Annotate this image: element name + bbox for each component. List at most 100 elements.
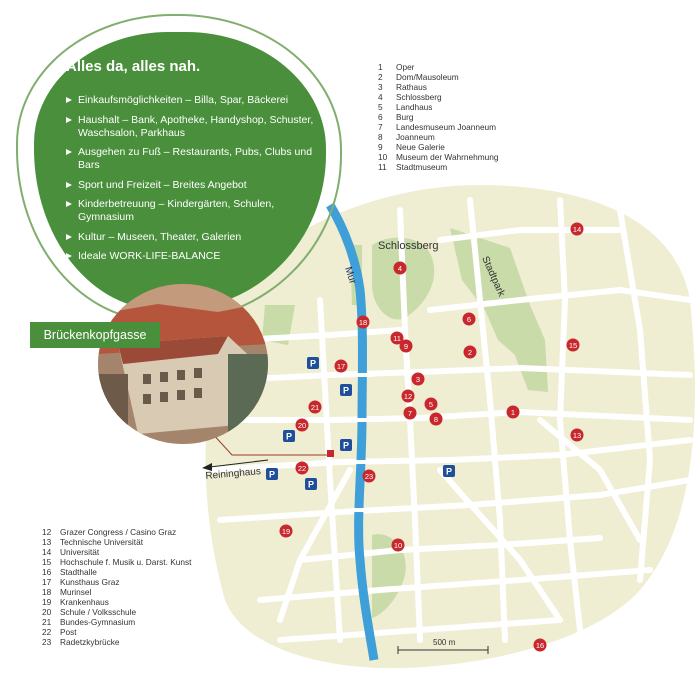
marker-circle [308, 400, 322, 414]
legend-number: 18 [42, 587, 52, 597]
legend-number: 21 [42, 617, 52, 627]
parking-icon[interactable]: P [266, 468, 278, 480]
location-label: Brückenkopfgasse [30, 322, 160, 348]
river-label: Mur [342, 266, 358, 286]
marker-circle [462, 312, 476, 326]
marker-circle [391, 538, 405, 552]
marker-number: 2 [468, 348, 472, 357]
poi-marker-8[interactable]: 8 [429, 412, 443, 426]
parking-icon[interactable]: P [443, 465, 455, 477]
legend-name: Kunsthaus Graz [60, 577, 120, 587]
legend-name: Landesmuseum Joanneum [396, 122, 497, 132]
poi-marker-9[interactable]: 9 [399, 339, 413, 353]
poi-marker-15[interactable]: 15 [566, 338, 580, 352]
info-box-title: Alles da, alles nah. [66, 58, 201, 75]
marker-number: 4 [398, 264, 402, 273]
poi-marker-10[interactable]: 10 [391, 538, 405, 552]
legend-number: 22 [42, 627, 52, 637]
parking-icon[interactable]: P [305, 478, 317, 490]
parking-box [305, 478, 317, 490]
marker-circle [566, 338, 580, 352]
legend-number: 1 [378, 62, 383, 72]
poi-marker-4[interactable]: 4 [393, 261, 407, 275]
poi-marker-20[interactable]: 20 [295, 418, 309, 432]
legend-number: 15 [42, 557, 52, 567]
marker-number: 23 [365, 472, 373, 481]
marker-circle [429, 412, 443, 426]
legend-name: Grazer Congress / Casino Graz [60, 527, 177, 537]
legend-name: Rathaus [396, 82, 427, 92]
legend-number: 13 [42, 537, 52, 547]
parking-box [307, 357, 319, 369]
legend-name: Landhaus [396, 102, 433, 112]
legend-name: Schlossberg [396, 92, 442, 102]
parking-icon[interactable]: P [307, 357, 319, 369]
marker-circle [356, 315, 370, 329]
marker-number: 11 [393, 334, 401, 343]
legend-entry: 12 Grazer Congress / Casino Graz [42, 527, 191, 537]
legend-number: 12 [42, 527, 52, 537]
legend-name: Schule / Volksschule [60, 607, 137, 617]
poi-marker-5[interactable]: 5 [424, 397, 438, 411]
poi-marker-17[interactable]: 17 [334, 359, 348, 373]
poi-marker-3[interactable]: 3 [411, 372, 425, 386]
legend-entry: 1 Oper [378, 62, 499, 72]
poi-marker-1[interactable]: 1 [506, 405, 520, 419]
info-box-item: Sport und Freizeit – Breites Angebot [66, 179, 318, 192]
poi-marker-21[interactable]: 21 [308, 400, 322, 414]
poi-marker-2[interactable]: 2 [463, 345, 477, 359]
parking-letter: P [269, 470, 275, 480]
info-box [34, 32, 326, 310]
marker-number: 10 [394, 541, 402, 550]
legend-name: Technische Universität [60, 537, 144, 547]
marker-number: 1 [511, 408, 515, 417]
parking-icon[interactable]: P [283, 430, 295, 442]
marker-circle [506, 405, 520, 419]
parking-icon[interactable]: P [340, 439, 352, 451]
legend-name: Joanneum [396, 132, 435, 142]
poi-marker-14[interactable]: 14 [570, 222, 584, 236]
info-box-item: Kultur – Museen, Theater, Galerien [66, 231, 318, 244]
hill-label: Schlossberg [378, 240, 439, 252]
parking-icon[interactable]: P [340, 384, 352, 396]
legend-name: Oper [396, 62, 415, 72]
poi-marker-22[interactable]: 22 [295, 461, 309, 475]
legend-number: 17 [42, 577, 52, 587]
poi-marker-13[interactable]: 13 [570, 428, 584, 442]
legend-number: 19 [42, 597, 52, 607]
poi-marker-6[interactable]: 6 [462, 312, 476, 326]
poi-marker-16[interactable]: 16 [533, 638, 547, 652]
marker-number: 20 [298, 421, 306, 430]
poi-marker-23[interactable]: 23 [362, 469, 376, 483]
marker-circle [570, 222, 584, 236]
legend-name: Bundes-Gymnasium [60, 617, 136, 627]
poi-marker-11[interactable]: 11 [390, 331, 404, 345]
poi-marker-12[interactable]: 12 [401, 389, 415, 403]
legend-number: 20 [42, 607, 52, 617]
poi-marker-7[interactable]: 7 [403, 406, 417, 420]
legend-entry: 20 Schule / Volksschule [42, 607, 191, 617]
parking-letter: P [310, 359, 316, 369]
marker-circle [411, 372, 425, 386]
parking-letter: P [343, 386, 349, 396]
poi-marker-18[interactable]: 18 [356, 315, 370, 329]
parking-letter: P [286, 432, 292, 442]
marker-number: 6 [467, 315, 471, 324]
legend-number: 5 [378, 102, 383, 112]
legend-number: 2 [378, 72, 383, 82]
legend-number: 11 [378, 162, 387, 172]
info-box-item: Ausgehen zu Fuß – Restaurants, Pubs, Clu… [66, 146, 318, 172]
poi-marker-19[interactable]: 19 [279, 524, 293, 538]
marker-number: 17 [337, 362, 345, 371]
parking-letter: P [308, 480, 314, 490]
marker-circle [393, 261, 407, 275]
marker-circle [295, 461, 309, 475]
